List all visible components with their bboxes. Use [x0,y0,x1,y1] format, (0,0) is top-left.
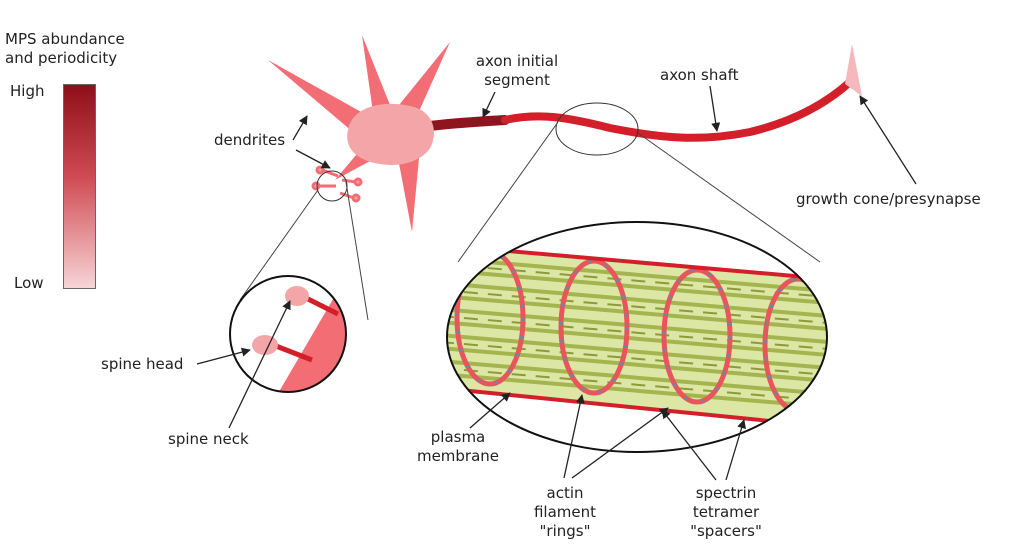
spectrin-label-line1: spectrin [695,484,757,502]
axon-initial-segment-line2: segment [484,71,550,89]
spine-neck-label: spine neck [168,430,249,448]
spine-head-shape [285,286,309,306]
dendrite-lower [398,158,419,232]
axon-shaft-label: axon shaft [660,66,739,84]
dendrite-upper-left [268,60,372,138]
dendrite-shaft-magnified [250,276,346,392]
ring-spacer-dots [455,250,827,413]
actin-rings-label: actin filament "rings" [520,484,610,541]
dendrite-top-left [362,35,392,112]
soma [347,103,434,166]
plasma-membrane-label: plasma membrane [406,428,510,466]
actin-label-line2: filament [533,503,597,521]
legend-title: MPS abundance and periodicity [5,30,125,68]
dendrite-top-right [395,42,450,118]
spectrin-label-line3: "spacers" [690,522,762,540]
axon-initial-segment-line1: axon initial [475,52,559,70]
zoom-connectors [239,121,821,321]
dendrite-group [268,35,450,232]
label-arrows [196,85,917,481]
dendrites-label: dendrites [214,131,286,149]
axon-shaft [501,78,854,142]
plasma-membrane-line1: plasma [430,428,486,446]
legend-low-label: Low [14,274,44,292]
legend-gradient-bar [63,84,96,289]
plasma-membrane-line2: membrane [416,447,500,465]
legend-high-label: High [10,82,45,100]
spectrin-label-line2: tetramer [692,503,760,521]
spectrin-spacers-label: spectrin tetramer "spacers" [676,484,776,541]
axon-zoom-circle [555,102,639,156]
axon-magnified [446,221,828,453]
growth-cone-label: growth cone/presynapse [796,190,981,208]
actin-label-line3: "rings" [539,522,591,540]
actin-label-line1: actin [546,484,584,502]
legend-title-line2: and periodicity [5,49,118,67]
spectrin-spacers [447,263,827,403]
axon-initial-segment-label: axon initial segment [462,52,572,90]
spine-magnified [229,275,347,393]
legend-title-line1: MPS abundance [5,30,125,48]
spine-head-label: spine head [101,355,184,373]
growth-cone [845,44,862,96]
